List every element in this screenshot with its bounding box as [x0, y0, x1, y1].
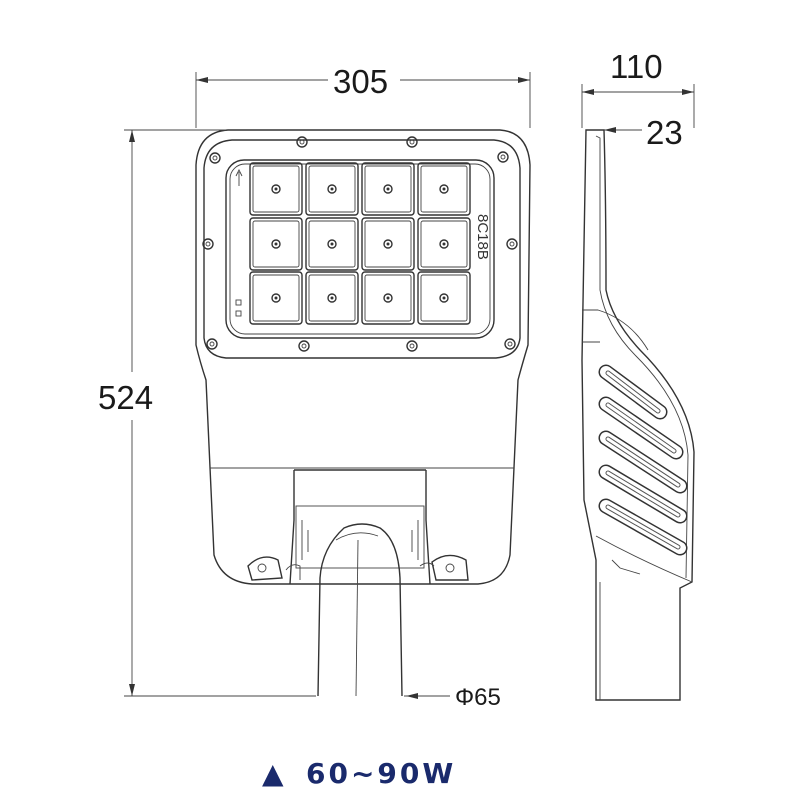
- led-module: [305, 271, 359, 325]
- dimension-offset: 23: [604, 114, 683, 151]
- latch-right: [419, 554, 469, 581]
- side-lower-curve: [595, 535, 693, 583]
- side-inner-profile: [582, 309, 649, 351]
- height-label: 524: [98, 379, 153, 416]
- front-bezel: [203, 139, 521, 359]
- bracket-plate: [295, 505, 425, 569]
- heat-fin-core-inner: [606, 371, 660, 413]
- latch-left: [247, 556, 301, 581]
- pole-collar: [335, 532, 379, 541]
- screw: [406, 340, 418, 352]
- screw: [406, 136, 418, 148]
- direction-arrow-icon: [235, 168, 243, 186]
- side-housing-outline: [581, 129, 695, 701]
- pole-centerline: [355, 539, 359, 697]
- screw: [506, 238, 518, 250]
- led-module: [361, 217, 415, 271]
- power-rating: 60~90W: [306, 757, 456, 790]
- heat-fin-core-inner: [606, 437, 680, 487]
- triangle-marker-icon: ▲: [262, 757, 287, 790]
- screw: [209, 152, 221, 164]
- dimension-depth: 110: [581, 48, 695, 128]
- led-module: [361, 271, 415, 325]
- heat-fin-core-inner: [606, 403, 676, 453]
- heat-sink-fins: [598, 364, 688, 556]
- glass-frame: [225, 159, 495, 339]
- pole-outline: [317, 523, 403, 697]
- led-module: [305, 217, 359, 271]
- screw: [296, 136, 308, 148]
- width-label: 305: [333, 63, 388, 100]
- led-module: [249, 162, 303, 216]
- led-module: [417, 217, 471, 271]
- glass-frame-inner: [229, 163, 491, 335]
- screw: [206, 338, 218, 350]
- power-caption: ▲ 60~90W: [262, 757, 456, 790]
- screw: [504, 338, 516, 350]
- heat-fin-core-inner: [606, 471, 680, 517]
- indicator-slot: [235, 310, 242, 317]
- offset-label: 23: [646, 114, 683, 151]
- led-module: [249, 271, 303, 325]
- pole-diameter-label: Φ65: [455, 684, 501, 711]
- screw: [497, 151, 509, 163]
- front-housing-outline: [195, 129, 531, 585]
- side-bracket-lip: [611, 559, 641, 575]
- dimension-pole: Φ65: [404, 684, 501, 711]
- led-module: [249, 217, 303, 271]
- heat-fin-core-inner: [606, 505, 680, 549]
- mounting-bracket: [289, 469, 431, 585]
- dimension-height: 524: [98, 129, 316, 697]
- led-module: [417, 162, 471, 216]
- indicator-slot: [235, 299, 242, 306]
- led-module: [417, 271, 471, 325]
- module-label: 8C18B: [474, 214, 491, 260]
- bezel-screws: [202, 136, 518, 352]
- led-module: [305, 162, 359, 216]
- dimension-width: 305: [195, 63, 531, 128]
- side-top-profile: [595, 135, 689, 579]
- led-module: [361, 162, 415, 216]
- side-view: [581, 129, 695, 701]
- screw: [298, 340, 310, 352]
- screw: [202, 238, 214, 250]
- depth-label: 110: [610, 48, 663, 85]
- led-module-grid: [249, 162, 471, 325]
- front-view: 8C18B: [195, 129, 531, 697]
